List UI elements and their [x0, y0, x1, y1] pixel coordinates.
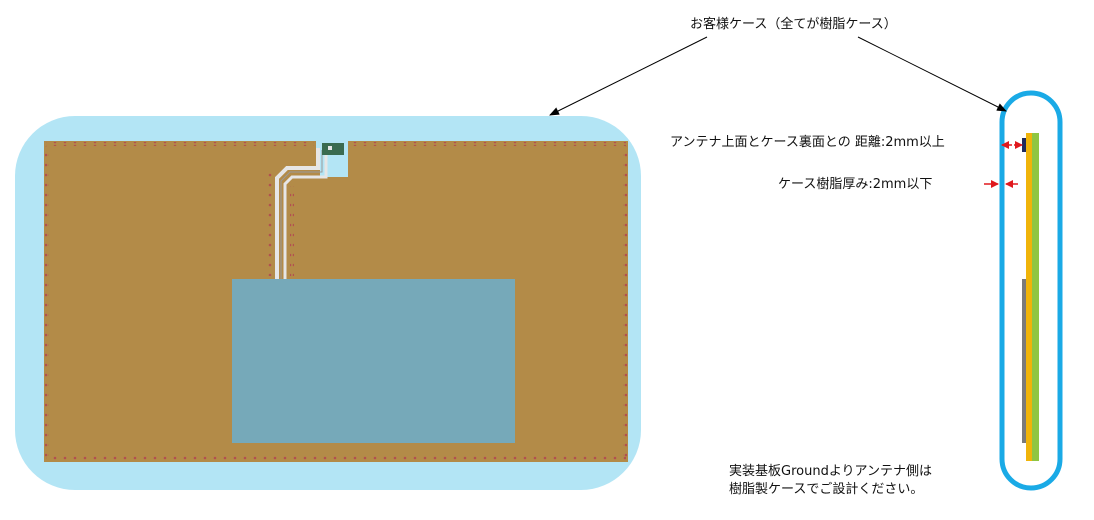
- trace-keepout-vias: [268, 168, 272, 276]
- callout-arrow-front: [549, 36, 708, 116]
- side-antenna: [1022, 138, 1026, 152]
- antenna-pad: [328, 146, 332, 150]
- ground-plane: [232, 279, 515, 443]
- design-note-line-1: 実装基板Groundよりアンテナ側は: [729, 464, 933, 479]
- feed-trace-core: [280, 150, 323, 279]
- feed-trace-inner: [283, 154, 328, 279]
- board-edge-vias-right: [623, 146, 627, 458]
- board-edge-vias-top-right: [350, 142, 626, 146]
- case-thickness-label: ケース樹脂厚み:2mm以下: [778, 177, 933, 192]
- feed-trace-outer: [275, 148, 320, 279]
- trace-keepout-vias-2: [290, 186, 294, 276]
- board-edge-vias-top-left: [46, 142, 314, 146]
- customer-case-label: お客様ケース（全てが樹脂ケース）: [690, 17, 897, 32]
- side-board-green: [1032, 133, 1039, 461]
- side-ground-component: [1022, 279, 1026, 443]
- callout-arrow-side: [857, 36, 1007, 112]
- board-edge-vias-left: [45, 146, 49, 458]
- board-edge-vias-bottom: [46, 456, 626, 460]
- side-board-yellow: [1026, 133, 1032, 461]
- antenna-distance-label: アンテナ上面とケース裏面との 距離:2mm以上: [670, 135, 945, 150]
- antenna-chip: [322, 143, 344, 155]
- design-note: 実装基板Groundよりアンテナ側は 樹脂製ケースでご設計ください。: [729, 463, 932, 499]
- design-note-line-2: 樹脂製ケースでご設計ください。: [729, 482, 924, 497]
